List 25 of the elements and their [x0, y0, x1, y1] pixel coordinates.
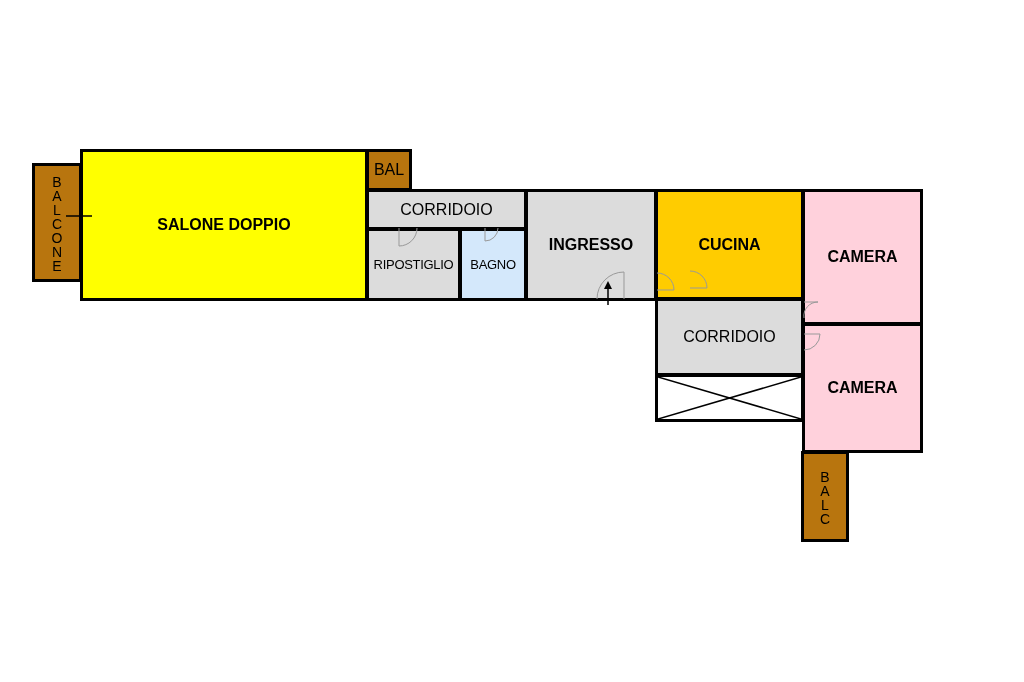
- bedroom: [802, 189, 923, 325]
- room-label: INGRESSO: [548, 236, 634, 254]
- crossed-out-area: [655, 374, 804, 422]
- entrance-hall: [525, 189, 657, 301]
- living-room: [80, 149, 368, 301]
- bedroom: [802, 323, 923, 453]
- room-label: SALONE DOPPIO: [157, 216, 291, 234]
- room-label: CORRIDOIO: [683, 328, 776, 346]
- hallway: [366, 189, 527, 230]
- hallway: [655, 298, 804, 376]
- balcony: [32, 163, 82, 282]
- room-label: BALCONE: [49, 173, 65, 272]
- room-label: CUCINA: [698, 235, 761, 254]
- kitchen: [655, 189, 804, 300]
- bathroom: [459, 228, 527, 301]
- room-label: CAMERA: [827, 379, 898, 397]
- balcony: [801, 451, 849, 542]
- room-label: BAL: [373, 161, 405, 179]
- room-label: CAMERA: [827, 248, 898, 266]
- room-label: BAGNO: [470, 257, 516, 272]
- room-label: BALC: [817, 468, 833, 525]
- storage-room: [366, 228, 461, 301]
- room-label: CORRIDOIO: [400, 200, 493, 219]
- balcony: [366, 149, 412, 191]
- room-label: RIPOSTIGLIO: [373, 257, 454, 272]
